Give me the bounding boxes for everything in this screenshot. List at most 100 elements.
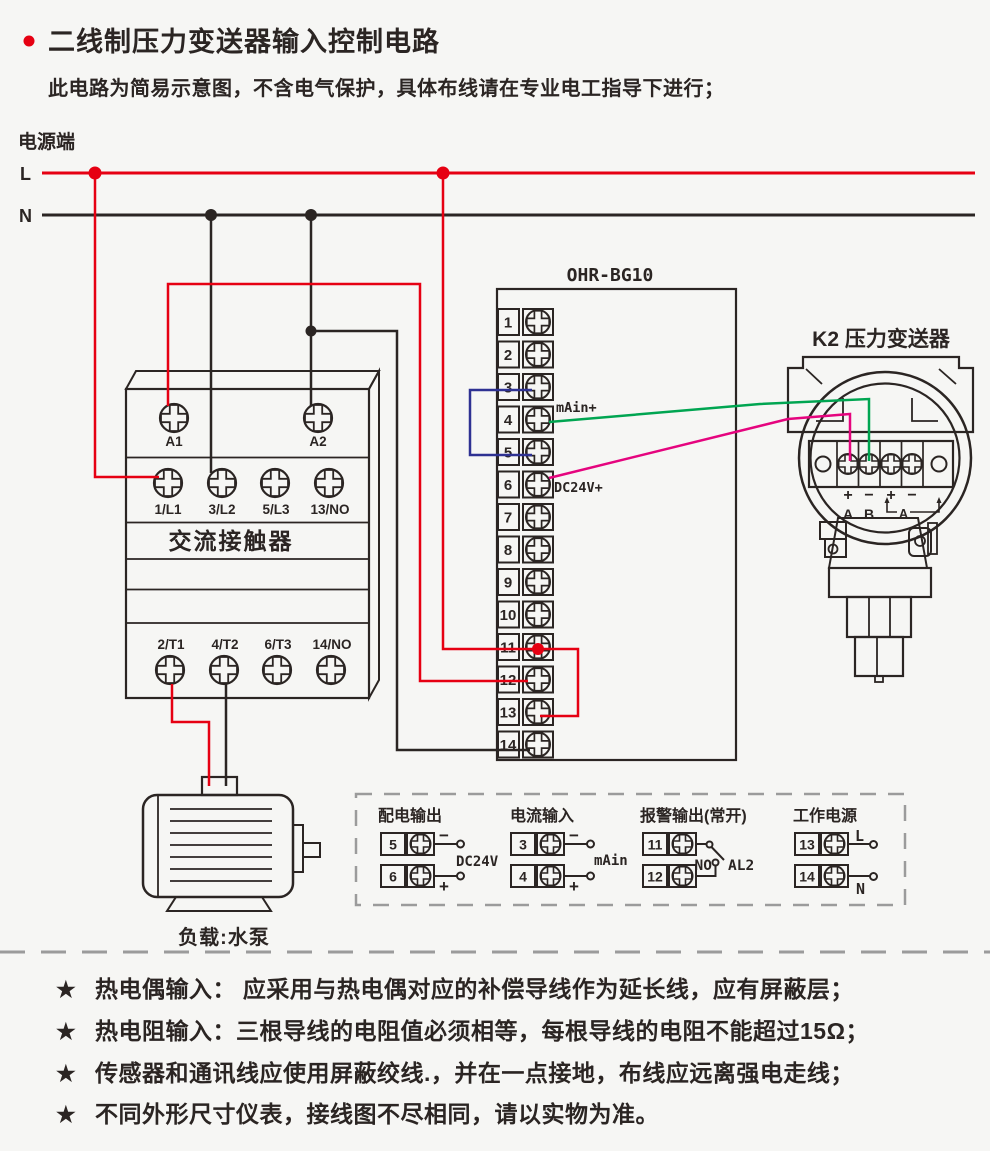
label-5l3: 5/L3 — [262, 502, 290, 517]
bullet-icon — [23, 35, 35, 47]
label-14no: 14/NO — [312, 637, 351, 652]
legend-group-alarm-output: 报警输出(常开) 11 12 NO AL2 — [640, 806, 754, 887]
coil-label-a1: A1 — [165, 434, 183, 449]
relay-contact-icon — [711, 858, 720, 867]
legend-box — [354, 792, 907, 907]
label-3l2: 3/L2 — [208, 502, 235, 517]
motor-endplate — [292, 824, 304, 873]
screw-4t2 — [208, 654, 240, 686]
dc24v-plus-label: DC24V+ — [554, 480, 603, 496]
note-text: 热电偶输入： 应采用与热电偶对应的补偿导线作为延长线，应有屏蔽层； — [95, 976, 854, 1002]
contactor-dividers — [126, 456, 369, 624]
label-2t1: 2/T1 — [157, 637, 185, 652]
polarity-label: − — [907, 487, 916, 504]
open-terminal-icon — [869, 872, 878, 881]
note-text: 热电阻输入：三根导线的电阻值必须相等，每根导线的电阻不能超过15Ω； — [95, 1018, 869, 1044]
group-title: 电流输入 — [510, 806, 574, 825]
label-1l1: 1/L1 — [154, 502, 182, 517]
transmitter-strip — [807, 439, 955, 489]
wire-2t1-to-motor — [170, 684, 211, 786]
screw-3l2 — [206, 467, 238, 499]
junction-dot — [305, 209, 317, 221]
note-text: 不同外形尺寸仪表，接线图不尽相同，请以实物为准。 — [95, 1101, 659, 1127]
label-13no: 13/NO — [310, 502, 349, 517]
note-line: ★ 热电偶输入： 应采用与热电偶对应的补偿导线作为延长线，应有屏蔽层； — [56, 976, 854, 1002]
terminal-number: 4 — [504, 412, 513, 429]
note-line: ★ 不同外形尺寸仪表，接线图不尽相同，请以实物为准。 — [56, 1101, 659, 1127]
screw-a1 — [158, 402, 190, 434]
polarity-label: + — [886, 487, 895, 504]
page-subtitle: 此电路为简易示意图，不含电气保护，具体布线请在专业电工指导下进行； — [48, 76, 725, 100]
alarm-caption: AL2 — [728, 858, 754, 874]
transmitter-screw — [901, 453, 923, 475]
transmitter-head-inner — [809, 382, 961, 534]
terminal-number: 3 — [504, 380, 512, 397]
motor-base — [165, 896, 273, 912]
open-terminal-icon — [456, 839, 465, 849]
group-terminal: 4 — [519, 869, 527, 885]
group-caption: DC24V — [456, 854, 499, 870]
junction-dot — [532, 643, 544, 655]
meter-terminal-block: OHR-BG10 1 2 3 4 5 6 7 8 9 10 11 12 13 1… — [495, 265, 738, 762]
power-bus: 电源端 L N — [18, 130, 975, 226]
transmitter-nut — [845, 595, 913, 639]
line-l-label: L — [20, 164, 31, 184]
group-terminal: 6 — [389, 869, 397, 885]
stub-lines — [848, 843, 870, 877]
note-line: ★ 热电阻输入：三根导线的电阻值必须相等，每根导线的电阻不能超过15Ω； — [56, 1018, 869, 1044]
label-4t2: 4/T2 — [211, 637, 238, 652]
open-terminal-icon — [456, 871, 465, 881]
wires — [88, 166, 871, 786]
inner-housing-steps — [816, 398, 938, 422]
terminal-number: 10 — [500, 607, 517, 624]
mount-lug-right — [908, 527, 932, 557]
relay-blade-icon — [710, 846, 725, 861]
junction-dot — [88, 166, 102, 180]
transmitter-stem — [853, 635, 905, 678]
channel-a-label: A — [843, 506, 853, 522]
sign-plus: + — [439, 877, 449, 896]
note-line: ★ 传感器和通讯线应使用屏蔽绞线.，并在一点接地，布线应远离强电走线； — [56, 1060, 853, 1086]
power-terminal-label: 电源端 — [18, 130, 75, 153]
group-title: 报警输出(常开) — [640, 806, 747, 825]
terminal-number: 13 — [500, 705, 517, 722]
stub-lines — [564, 843, 587, 877]
contactor: A1 A2 1/L1 3/L2 5/L3 13/NO 交流接触器 2/T1 4/… — [124, 367, 381, 702]
sign-plus: + — [569, 877, 579, 896]
sign-l: L — [855, 827, 864, 845]
group-title: 配电输出 — [378, 806, 442, 825]
screw-2t1 — [154, 654, 186, 686]
line-n-label: N — [19, 206, 32, 226]
screw-6t3 — [261, 654, 293, 686]
transmitter-plate — [786, 355, 975, 434]
group-terminal: 12 — [647, 869, 663, 885]
star-icon: ★ — [56, 1102, 76, 1127]
contactor-body — [124, 387, 371, 700]
mount-lug-right-tab — [927, 522, 938, 555]
group-caption: mAin — [594, 853, 628, 869]
relay-no-label: NO — [695, 858, 713, 874]
wire-terminal4-to-transmitter — [548, 397, 871, 461]
channel-b-label: B — [864, 506, 874, 522]
transmitter-tip — [874, 675, 884, 683]
group-terminal: 13 — [799, 837, 815, 853]
stub-lines — [434, 843, 457, 877]
junction-dot — [436, 166, 450, 180]
group-terminal: 5 — [389, 837, 397, 853]
transmitter-flange — [827, 566, 933, 599]
wire-a1-to-terminal12 — [166, 282, 528, 683]
group-terminal: 14 — [799, 869, 815, 885]
contactor-side-face — [368, 367, 380, 702]
meter-title: OHR-BG10 — [567, 265, 654, 286]
transmitter-title: K2 压力变送器 — [812, 327, 951, 351]
terminal-number: 5 — [504, 445, 512, 462]
star-icon: ★ — [56, 1061, 76, 1086]
sign-minus: − — [439, 826, 449, 845]
polarity-label: + — [843, 487, 852, 504]
label-6t3: 6/T3 — [264, 637, 292, 652]
footer: ★ 热电偶输入： 应采用与热电偶对应的补偿导线作为延长线，应有屏蔽层； ★ 热电… — [0, 950, 990, 1127]
motor-load: 负载:水泵 — [141, 775, 321, 949]
terminal-number: 7 — [504, 510, 512, 527]
screw-1l1 — [152, 467, 184, 499]
